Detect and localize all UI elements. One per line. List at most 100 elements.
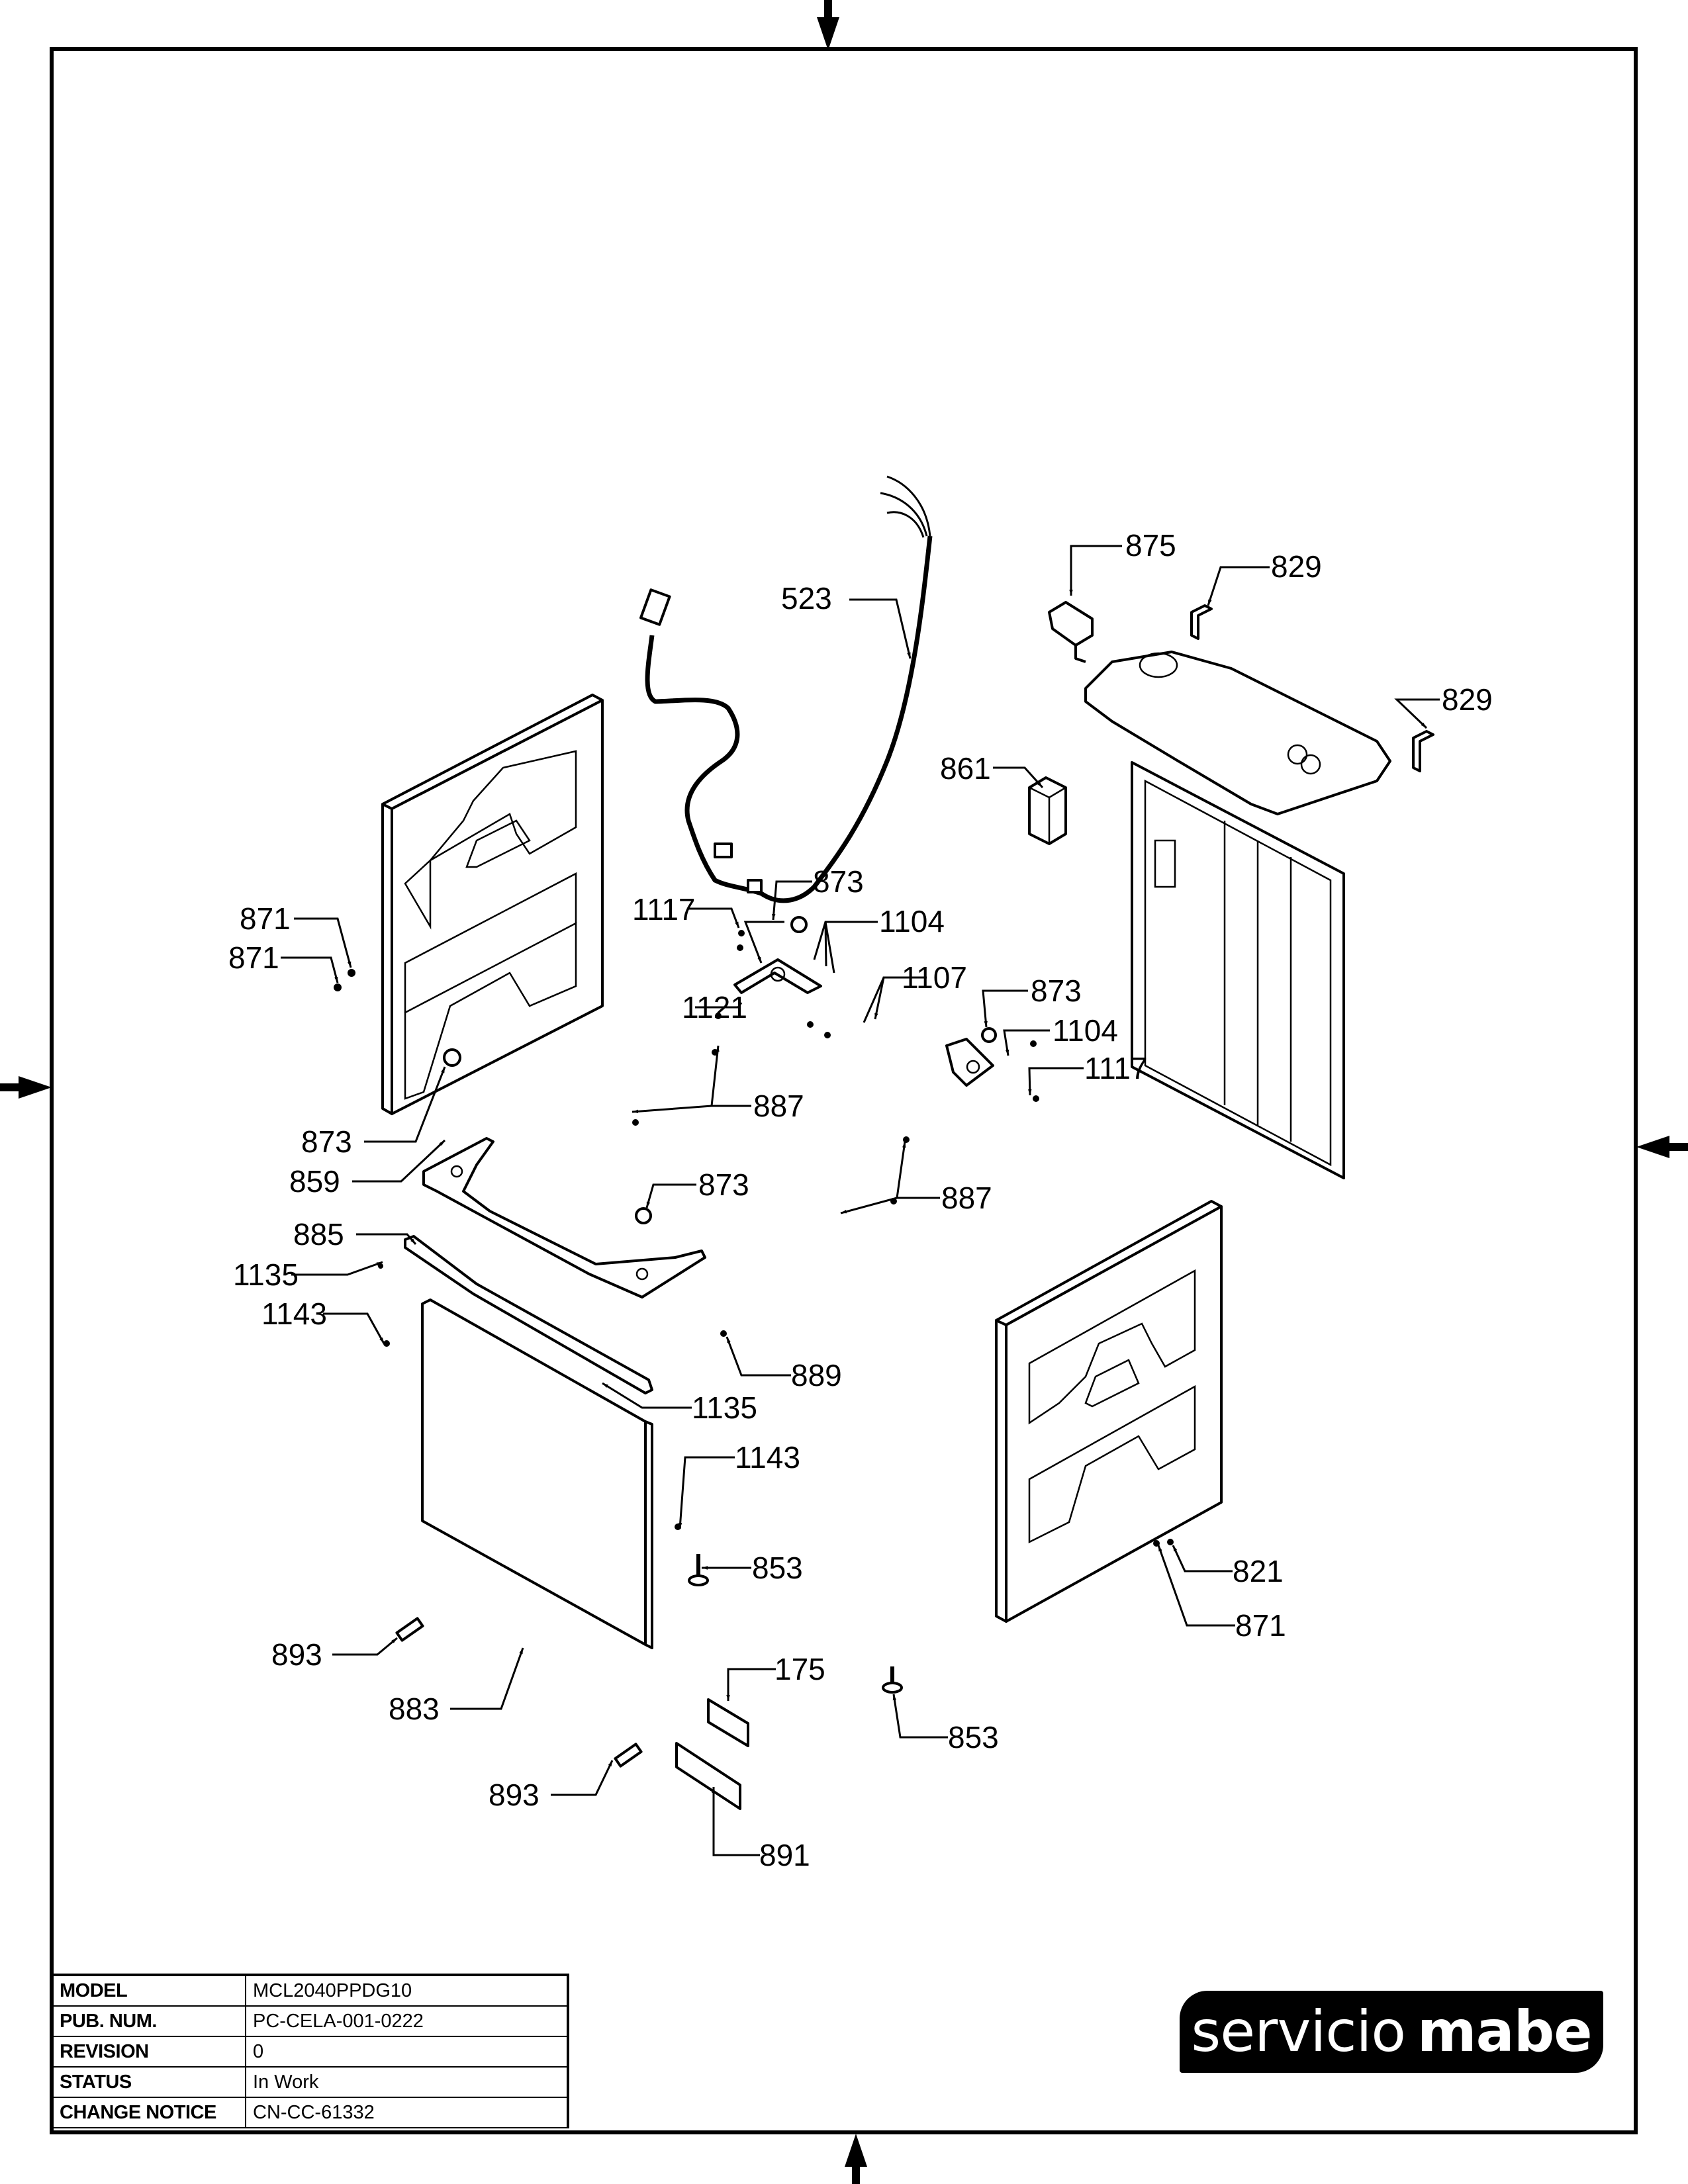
right-side-panel[interactable] — [995, 1200, 1223, 1623]
callout-853-b[interactable]: 853 — [892, 1694, 999, 1754]
svg-text:861: 861 — [940, 751, 991, 786]
callout-883[interactable]: 883 — [389, 1647, 524, 1726]
callout-887-b[interactable]: 887 — [840, 1141, 992, 1215]
svg-text:889: 889 — [791, 1358, 842, 1392]
callout-1135-b[interactable]: 1135 — [602, 1382, 757, 1425]
callout-829-lower[interactable]: 829 — [1394, 682, 1493, 729]
left-bearing-bracket[interactable] — [733, 958, 822, 994]
svg-text:871: 871 — [240, 901, 291, 936]
callout-853-a[interactable]: 853 — [702, 1551, 803, 1585]
leveling-leg-rear[interactable] — [882, 1666, 903, 1694]
centering-mark-left — [0, 1076, 52, 1099]
callout-859[interactable]: 859 — [289, 1139, 446, 1199]
svg-text:1117: 1117 — [632, 892, 696, 927]
titleblock-value: PC-CELA-001-0222 — [245, 2005, 569, 2037]
bracket-cover-part[interactable] — [1048, 601, 1094, 663]
grommet-873-b[interactable] — [981, 1027, 997, 1043]
wiring-harness[interactable] — [639, 475, 933, 903]
svg-text:885: 885 — [293, 1217, 344, 1251]
foot-pad-lower[interactable] — [614, 1743, 643, 1768]
svg-text:1143: 1143 — [261, 1297, 327, 1331]
titleblock-row-status: STATUS In Work — [52, 2066, 569, 2098]
callout-871-b[interactable]: 871 — [228, 940, 339, 983]
titleblock-row-revision: REVISION 0 — [52, 2036, 569, 2068]
callout-893-b[interactable]: 893 — [489, 1760, 614, 1812]
svg-text:1104: 1104 — [1053, 1013, 1118, 1048]
callout-175[interactable]: 175 — [726, 1652, 825, 1701]
callout-871-a[interactable]: 871 — [240, 901, 352, 968]
junction-box-part[interactable] — [1028, 776, 1067, 845]
svg-text:1117: 1117 — [1084, 1051, 1148, 1085]
callout-875[interactable]: 875 — [1069, 528, 1176, 596]
svg-text:887: 887 — [941, 1181, 992, 1215]
svg-text:859: 859 — [289, 1164, 340, 1199]
callout-1121[interactable]: 1121 — [682, 990, 747, 1024]
callout-1143-a[interactable]: 1143 — [261, 1297, 385, 1344]
titleblock-row-model: MODEL MCL2040PPDG10 — [52, 1974, 569, 2007]
callout-861[interactable]: 861 — [940, 751, 1044, 789]
rear-panel[interactable] — [1131, 761, 1345, 1179]
front-base-frame[interactable] — [422, 1137, 706, 1298]
svg-text:875: 875 — [1125, 528, 1176, 563]
callout-873-d[interactable]: 873 — [645, 1167, 749, 1208]
grommet-873-a[interactable] — [790, 916, 808, 933]
callout-1117-a[interactable]: 1117 — [632, 892, 740, 929]
callout-1143-b[interactable]: 1143 — [678, 1440, 800, 1529]
callout-829-upper[interactable]: 829 — [1207, 549, 1322, 606]
centering-mark-right — [1636, 1136, 1688, 1158]
label-175[interactable] — [707, 1698, 749, 1747]
title-block: MODEL MCL2040PPDG10 PUB. NUM. PC-CELA-00… — [52, 1974, 569, 2128]
titleblock-key: CHANGE NOTICE — [52, 2097, 246, 2128]
titleblock-value: CN-CC-61332 — [245, 2097, 569, 2128]
front-panel[interactable] — [421, 1298, 653, 1649]
grommet-873-d[interactable] — [635, 1207, 652, 1224]
titleblock-key: REVISION — [52, 2036, 246, 2068]
svg-text:1121: 1121 — [682, 990, 747, 1024]
svg-text:873: 873 — [1031, 974, 1082, 1008]
label-891[interactable] — [675, 1742, 741, 1810]
sheet-border — [50, 47, 1638, 2134]
callout-891[interactable]: 891 — [712, 1787, 810, 1872]
front-rail[interactable] — [404, 1235, 653, 1394]
svg-text:1143: 1143 — [735, 1440, 800, 1475]
svg-text:883: 883 — [389, 1692, 440, 1726]
callout-893-a[interactable]: 893 — [271, 1637, 398, 1672]
titleblock-value: In Work — [245, 2066, 569, 2098]
titleblock-value: MCL2040PPDG10 — [245, 1974, 569, 2007]
callout-523[interactable]: 523 — [781, 581, 912, 659]
svg-text:873: 873 — [301, 1124, 352, 1159]
callout-873-a[interactable]: 873 — [772, 864, 864, 921]
left-side-panel[interactable] — [381, 694, 604, 1115]
callout-871-c[interactable]: 871 — [1157, 1545, 1286, 1643]
callout-885[interactable]: 885 — [293, 1217, 417, 1251]
callout-887-a[interactable]: 887 — [632, 1045, 804, 1123]
callout-821[interactable]: 821 — [1172, 1545, 1284, 1588]
svg-text:829: 829 — [1442, 682, 1493, 717]
callout-1104-a[interactable]: 1104 — [743, 904, 945, 974]
callout-1135-a[interactable]: 1135 — [233, 1257, 383, 1292]
callout-1104-b[interactable]: 1104 — [1003, 1013, 1118, 1056]
callout-873-b[interactable]: 873 — [982, 974, 1082, 1028]
callout-1107[interactable]: 1107 — [863, 960, 967, 1023]
callout-1117-b[interactable]: 1117 — [1028, 1051, 1148, 1096]
grommet-873-c[interactable] — [443, 1048, 461, 1067]
svg-text:829: 829 — [1271, 549, 1322, 584]
hinge-bracket-upper[interactable] — [1190, 604, 1213, 640]
logo-text-light: servicio — [1191, 1999, 1406, 2065]
titleblock-value: 0 — [245, 2036, 569, 2068]
centering-mark-top — [817, 0, 839, 50]
svg-text:891: 891 — [759, 1838, 810, 1872]
right-bearing-bracket[interactable] — [945, 1038, 994, 1087]
callout-873-c[interactable]: 873 — [301, 1066, 446, 1159]
hinge-bracket-lower[interactable] — [1412, 730, 1434, 772]
svg-text:887: 887 — [753, 1089, 804, 1123]
svg-text:893: 893 — [489, 1778, 539, 1812]
leveling-leg-front[interactable] — [688, 1554, 709, 1586]
foot-pad-upper[interactable] — [395, 1617, 424, 1642]
logo-text-bold: mabe — [1417, 1999, 1593, 2065]
top-rear-cover[interactable] — [1084, 651, 1391, 815]
callout-889[interactable]: 889 — [726, 1336, 842, 1392]
svg-text:893: 893 — [271, 1637, 322, 1672]
svg-text:821: 821 — [1233, 1554, 1284, 1588]
